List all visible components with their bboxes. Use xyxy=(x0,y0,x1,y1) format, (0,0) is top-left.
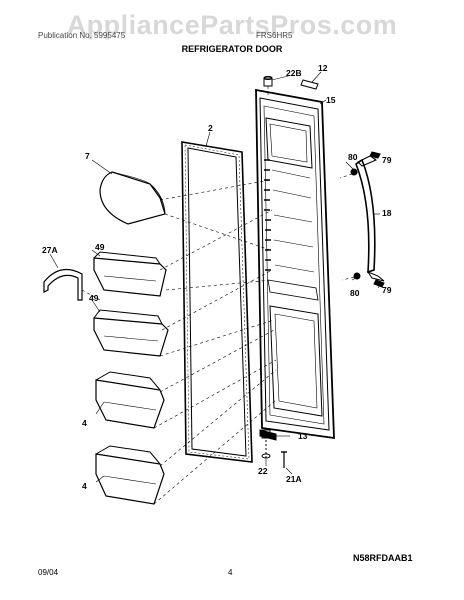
publication-number: Publication No. 5995475 xyxy=(38,31,126,40)
door-liner[interactable] xyxy=(255,88,335,440)
callout-21a: 21A xyxy=(286,474,302,484)
bin-handle[interactable] xyxy=(43,268,83,301)
callout-79-bottom: 79 xyxy=(382,285,392,295)
callout-49-lower: 49 xyxy=(89,293,99,303)
hinge-pin-washer[interactable] xyxy=(261,453,271,459)
callout-49-upper: 49 xyxy=(95,242,105,252)
door-bin-4-upper[interactable] xyxy=(95,371,165,429)
assembly-lines xyxy=(81,86,361,505)
callout-80-bottom: 80 xyxy=(350,288,360,298)
hinge-bracket[interactable] xyxy=(259,429,277,441)
footer-date: 09/04 xyxy=(38,568,59,577)
callout-4-lower: 4 xyxy=(82,481,87,491)
handle-cap-bottom[interactable] xyxy=(373,279,385,288)
door-bin-upper[interactable] xyxy=(93,251,167,297)
callout-27a: 27A xyxy=(42,245,58,255)
door-gasket[interactable] xyxy=(181,141,253,463)
callout-4-upper: 4 xyxy=(82,418,87,428)
page-title: REFRIGERATOR DOOR xyxy=(181,44,283,54)
dairy-door[interactable] xyxy=(99,171,166,225)
handle-screw-top[interactable] xyxy=(350,168,358,176)
callout-79-top: 79 xyxy=(382,155,392,165)
door-handle[interactable] xyxy=(355,155,385,282)
callout-15: 15 xyxy=(326,95,336,105)
handle-cap-top[interactable] xyxy=(369,151,381,159)
door-bin-lower[interactable] xyxy=(93,309,169,357)
callout-18: 18 xyxy=(382,208,392,218)
door-trim[interactable] xyxy=(300,79,319,90)
callout-7: 7 xyxy=(85,151,90,161)
callout-80-top: 80 xyxy=(348,152,358,162)
callout-12: 12 xyxy=(318,63,328,73)
leader-lines xyxy=(49,71,381,483)
callout-2: 2 xyxy=(208,123,213,133)
callout-22b: 22B xyxy=(286,68,302,78)
diagram-code: N58RFDAAB1 xyxy=(353,553,413,563)
hinge-screw[interactable] xyxy=(281,451,287,468)
footer-page-number: 4 xyxy=(228,568,233,577)
door-bin-4-lower[interactable] xyxy=(95,445,165,505)
callout-22: 22 xyxy=(258,466,268,476)
watermark: AppliancePartsPros.com xyxy=(66,10,398,40)
callout-13: 13 xyxy=(298,431,308,441)
model-number: FRS6HR5 xyxy=(256,31,293,40)
hinge-bushing-top[interactable] xyxy=(263,76,273,87)
